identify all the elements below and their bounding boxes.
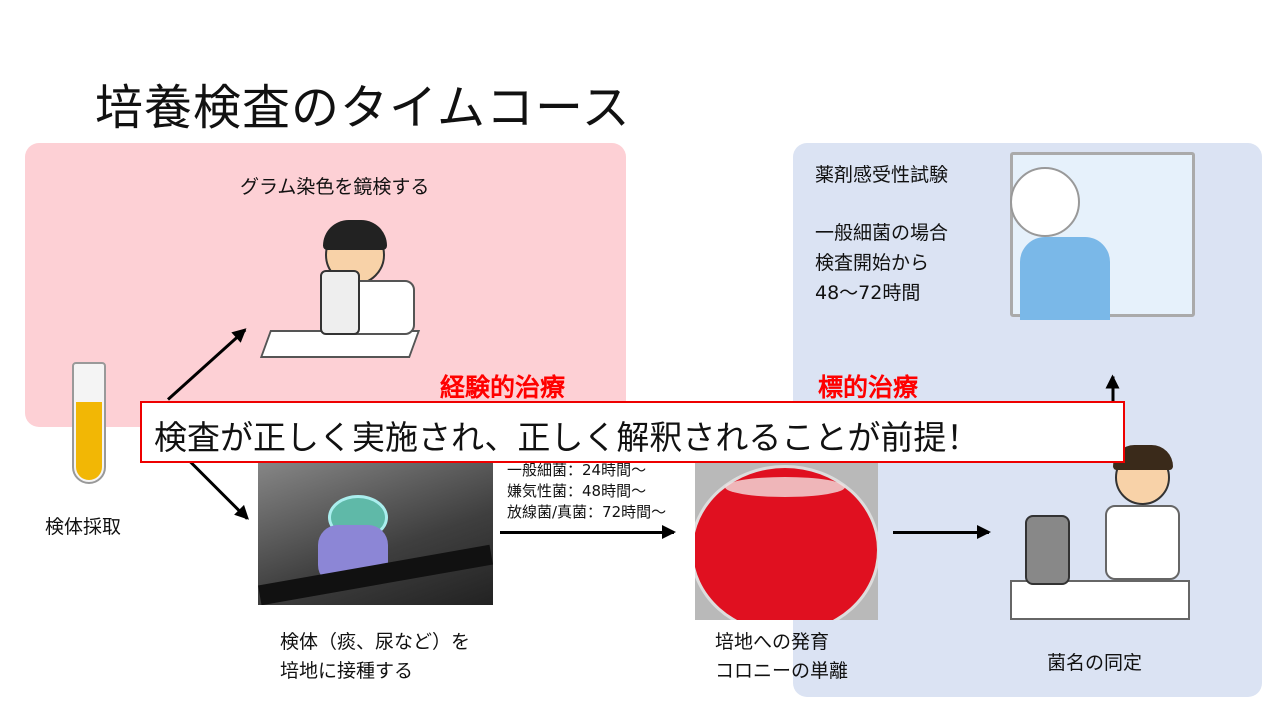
identify-label: 菌名の同定 (1047, 652, 1143, 674)
growth-caption: 培地への発育 コロニーの単離 (715, 628, 848, 686)
premise-banner: 検査が正しく実施され、正しく解釈されることが前提！ (140, 401, 1125, 463)
targeted-therapy-label: 標的治療 (818, 373, 919, 402)
time-fungi: 放線菌/真菌：72時間～ (507, 503, 667, 521)
susceptibility-text: 薬剤感受性試験 一般細菌の場合 検査開始から 48～72時間 (815, 160, 948, 308)
susceptibility-line1: 一般細菌の場合 (815, 222, 949, 244)
growth-line1: 培地への発育 (715, 631, 830, 653)
time-anaerobe: 嫌気性菌：48時間～ (507, 482, 647, 500)
slide-title: 培養検査のタイムコース (95, 80, 631, 136)
gram-stain-label: グラム染色を鏡検する (240, 176, 430, 198)
inoculation-photo (258, 455, 493, 605)
time-general: 一般細菌：24時間～ (507, 461, 647, 479)
safety-cabinet-illustration (1010, 152, 1195, 320)
inoculate-line1: 検体（痰、尿など）を (280, 631, 471, 653)
susceptibility-line3: 48～72時間 (815, 282, 921, 304)
arrow-to-plate (500, 525, 676, 539)
specimen-label: 検体採取 (45, 516, 122, 538)
test-tube-icon (72, 362, 106, 484)
microscope-doctor-illustration (259, 215, 421, 360)
inoculate-caption: 検体（痰、尿など）を 培地に接種する (280, 628, 470, 686)
arrow-up-to-susceptibility (1111, 376, 1115, 404)
arrow-to-identify (893, 525, 991, 539)
agar-plate-photo (695, 455, 878, 620)
susceptibility-title: 薬剤感受性試験 (815, 164, 949, 186)
growth-line2: コロニーの単離 (715, 660, 849, 682)
empiric-therapy-label: 経験的治療 (440, 373, 566, 402)
lab-technician-illustration (1005, 440, 1195, 625)
susceptibility-line2: 検査開始から (815, 252, 930, 274)
incubation-times: 一般細菌：24時間～ 嫌気性菌：48時間～ 放線菌/真菌：72時間～ (507, 460, 666, 523)
inoculate-line2: 培地に接種する (280, 660, 414, 682)
